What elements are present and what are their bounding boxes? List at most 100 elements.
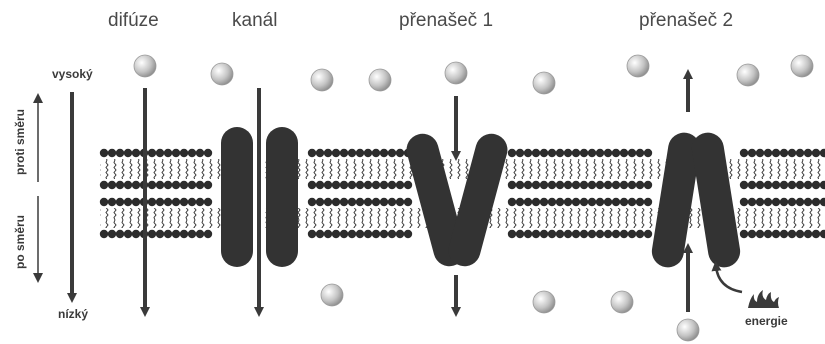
lipid-head <box>332 181 340 189</box>
lipid-head <box>628 149 636 157</box>
molecule <box>445 62 467 84</box>
lipid-head <box>404 181 412 189</box>
lipid-head <box>548 181 556 189</box>
lipid-head <box>380 149 388 157</box>
lipid-head <box>564 230 572 238</box>
lipid-head <box>204 149 212 157</box>
lipid-head <box>604 149 612 157</box>
lipid-head <box>196 181 204 189</box>
lipid-head <box>308 181 316 189</box>
molecule <box>677 319 699 341</box>
lipid-head <box>804 230 812 238</box>
lipid-head <box>788 198 796 206</box>
lipid-head <box>100 230 108 238</box>
lipid-head <box>636 198 644 206</box>
carrier-2-protein <box>650 130 743 269</box>
lipid-head <box>572 230 580 238</box>
lipid-head <box>324 149 332 157</box>
lipid-head <box>580 181 588 189</box>
molecule <box>533 72 555 94</box>
lipid-head <box>588 198 596 206</box>
lipid-head <box>380 230 388 238</box>
lipid-head <box>196 198 204 206</box>
lipid-head <box>100 198 108 206</box>
lipid-head <box>548 230 556 238</box>
lipid-head <box>612 181 620 189</box>
lipid-head <box>596 149 604 157</box>
lipid-head <box>164 149 172 157</box>
lipid-head <box>124 198 132 206</box>
lipid-head <box>796 198 804 206</box>
lipid-head <box>572 149 580 157</box>
lipid-head <box>812 181 820 189</box>
lipid-head <box>796 230 804 238</box>
lipid-head <box>308 230 316 238</box>
lipid-head <box>356 149 364 157</box>
lipid-head <box>388 198 396 206</box>
lipid-head <box>124 149 132 157</box>
molecule <box>627 55 649 77</box>
lipid-head <box>540 230 548 238</box>
molecule <box>134 55 156 77</box>
against-direction-label: proti směru <box>13 107 27 177</box>
lipid-head <box>124 230 132 238</box>
lipid-head <box>204 198 212 206</box>
lipid-head <box>820 149 825 157</box>
high-concentration-label: vysoký <box>52 67 93 81</box>
lipid-head <box>588 181 596 189</box>
lipid-head <box>820 198 825 206</box>
lipid-head <box>364 181 372 189</box>
lipid-head <box>372 198 380 206</box>
lipid-head <box>596 198 604 206</box>
lipid-head <box>164 198 172 206</box>
lipid-head <box>580 198 588 206</box>
lipid-head <box>804 149 812 157</box>
lipid-head <box>764 149 772 157</box>
lipid-head <box>740 149 748 157</box>
lipid-head <box>372 181 380 189</box>
lipid-head <box>588 230 596 238</box>
lipid-head <box>764 181 772 189</box>
lipid-head <box>556 230 564 238</box>
lipid-head <box>532 149 540 157</box>
molecule <box>211 63 233 85</box>
lipid-head <box>172 181 180 189</box>
lipid-head <box>180 149 188 157</box>
lipid-head <box>580 149 588 157</box>
channel-label: kanál <box>232 10 277 32</box>
lipid-head <box>740 230 748 238</box>
lipid-head <box>372 230 380 238</box>
lipid-head <box>628 198 636 206</box>
lipid-head <box>604 198 612 206</box>
lipid-head <box>204 230 212 238</box>
lipid-head <box>548 198 556 206</box>
lipid-head <box>796 181 804 189</box>
lipid-head <box>748 149 756 157</box>
lipid-head <box>532 198 540 206</box>
lipid-head <box>316 149 324 157</box>
lipid-head <box>556 198 564 206</box>
lipid-head <box>532 181 540 189</box>
lipid-head <box>340 149 348 157</box>
lipid-head <box>580 230 588 238</box>
lipid-head <box>108 181 116 189</box>
lipid-head <box>180 181 188 189</box>
lipid-head <box>820 230 825 238</box>
lipid-head <box>508 230 516 238</box>
lipid-head <box>604 181 612 189</box>
lipid-head <box>180 230 188 238</box>
lipid-head <box>132 149 140 157</box>
lipid-head <box>324 181 332 189</box>
lipid-head <box>100 149 108 157</box>
lipid-head <box>572 198 580 206</box>
lipid-head <box>572 181 580 189</box>
lipid-head <box>612 230 620 238</box>
lipid-head <box>116 230 124 238</box>
lipid-head <box>772 181 780 189</box>
lipid-head <box>188 181 196 189</box>
lipid-head <box>788 149 796 157</box>
lipid-head <box>364 230 372 238</box>
lipid-head <box>508 181 516 189</box>
carrier-1-label: přenašeč 1 <box>399 10 493 32</box>
lipid-head <box>172 198 180 206</box>
